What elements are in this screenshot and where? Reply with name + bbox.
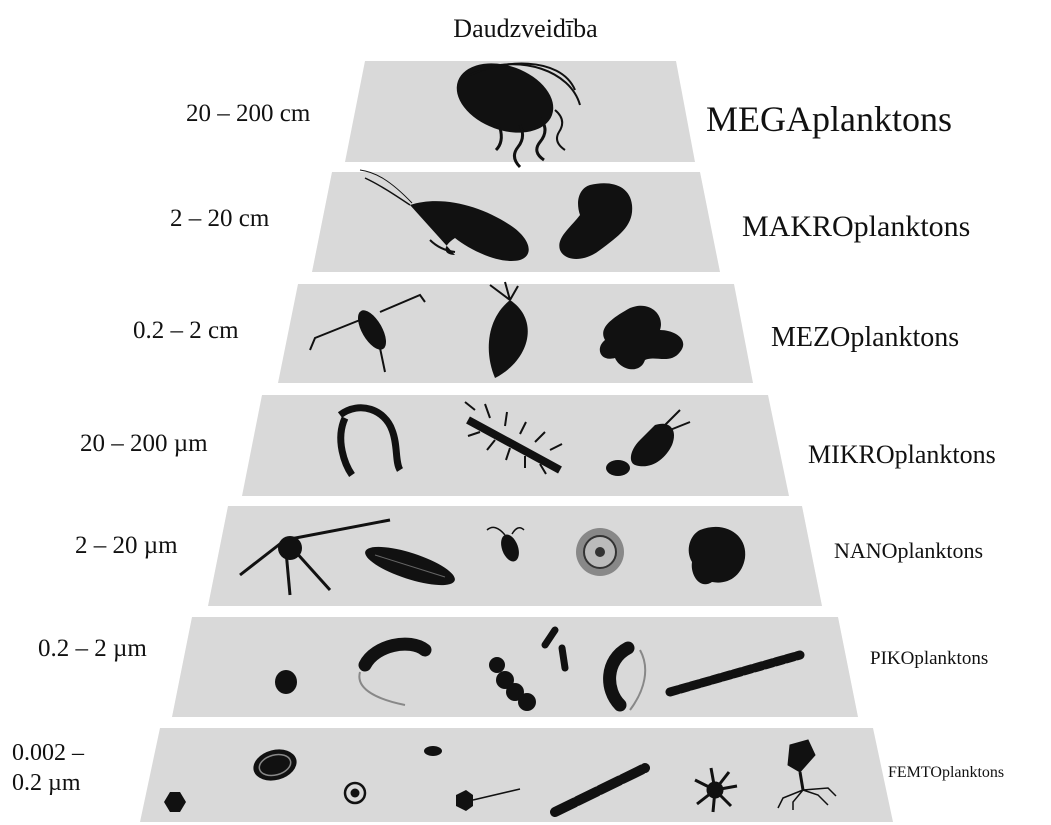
size-label-mikro: 20 – 200 µm — [80, 428, 208, 459]
size-label-femto: 0.002 – 0.2 µm — [12, 738, 84, 798]
round-cell-icon — [275, 670, 297, 694]
size-label-makro: 2 – 20 cm — [170, 203, 269, 234]
class-label-piko: PIKOplanktons — [870, 648, 988, 670]
size-label-piko: 0.2 – 2 µm — [38, 633, 147, 664]
class-label-mikro: MIKROplanktons — [808, 440, 996, 470]
round-diatom-icon — [576, 528, 624, 576]
tier-panel-femto — [140, 728, 893, 822]
class-label-mezo: MEZOplanktons — [771, 322, 959, 354]
class-label-nano: NANOplanktons — [834, 538, 983, 564]
small-oval-icon — [424, 746, 442, 756]
class-label-femto: FEMTOplanktons — [888, 764, 1004, 782]
size-label-mega: 20 – 200 cm — [186, 98, 310, 129]
size-label-mezo: 0.2 – 2 cm — [133, 315, 239, 346]
size-label-nano: 2 – 20 µm — [75, 530, 178, 561]
class-label-makro: MAKROplanktons — [742, 210, 970, 244]
class-label-mega: MEGAplanktons — [706, 98, 952, 140]
